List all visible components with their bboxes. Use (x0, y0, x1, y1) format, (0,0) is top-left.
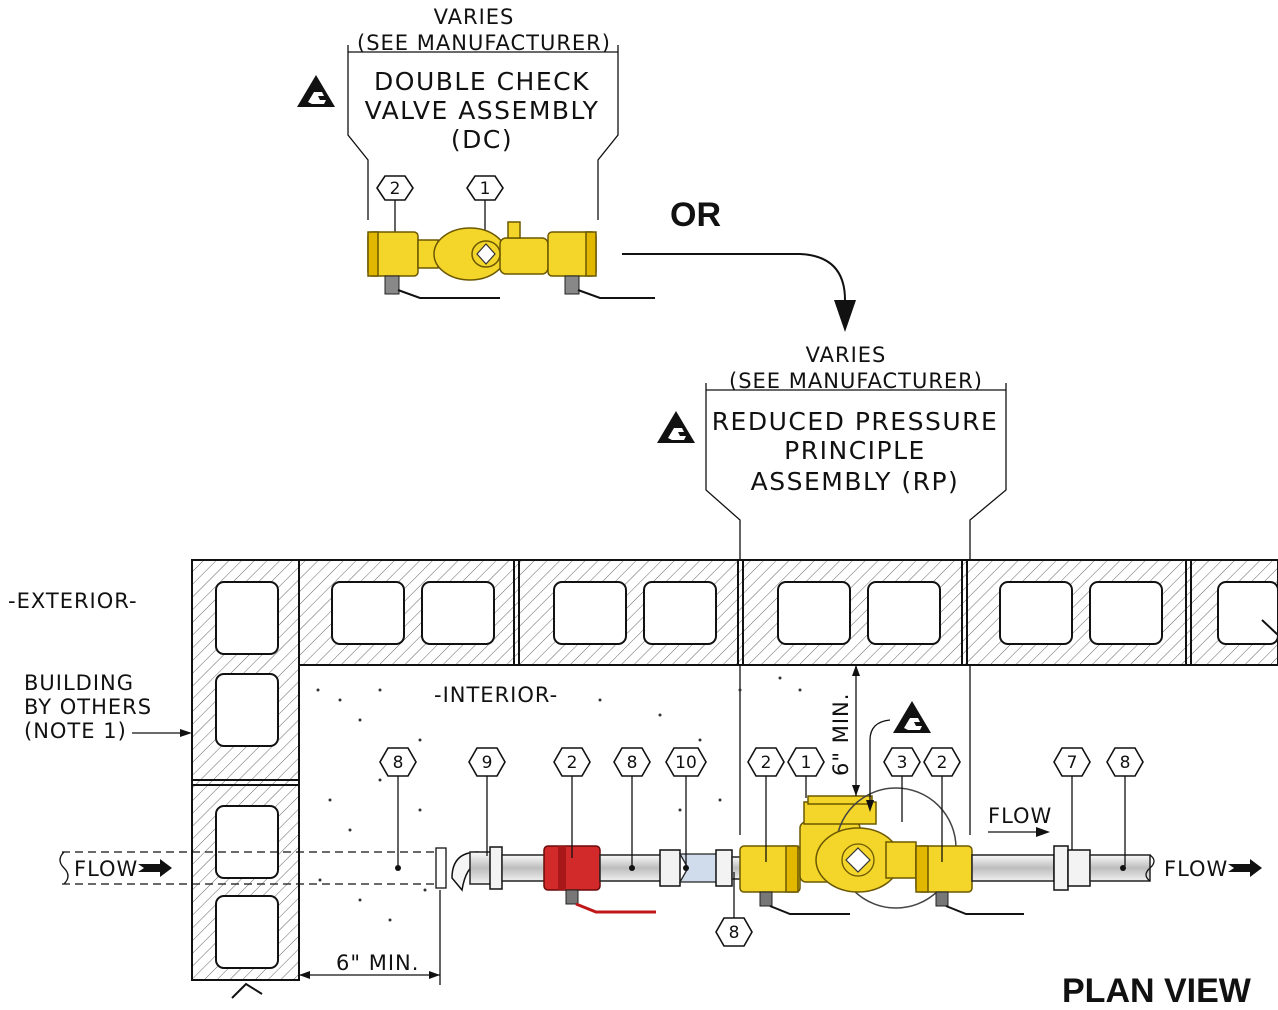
dc-bracket-left (347, 60, 369, 220)
svg-text:1: 1 (480, 179, 491, 199)
plan-view-title: PLAN VIEW (1062, 972, 1252, 1010)
flow-in-arrow (138, 859, 172, 877)
dc-valve-illustration (367, 221, 655, 299)
rp-warning-icon (657, 411, 695, 443)
six-inch-min-vertical-label: 6" MIN. (829, 693, 853, 776)
svg-text:7: 7 (1067, 753, 1078, 773)
building-label-line2: BY OTHERS (24, 695, 152, 719)
exterior-label: -EXTERIOR- (8, 589, 138, 613)
svg-text:2: 2 (567, 753, 578, 773)
flow-mid-label: FLOW (988, 804, 1052, 828)
flow-out-arrow (1228, 859, 1262, 877)
rp-assembly-label: VARIES (SEE MANUFACTURER) REDUCED PRESSU… (657, 343, 1007, 835)
dc-title-line2: VALVE ASSEMBLY (365, 96, 600, 125)
building-label-line1: BUILDING (24, 671, 134, 695)
or-arrowhead (834, 300, 856, 332)
or-label: OR (670, 196, 721, 234)
callout-2a: 2 (553, 747, 591, 858)
or-arrow (622, 253, 846, 312)
svg-text:8: 8 (627, 753, 638, 773)
svg-text:1: 1 (801, 753, 812, 773)
dc-assembly: VARIES (SEE MANUFACTURER) DOUBLE CHECK V… (297, 5, 655, 299)
svg-text:2: 2 (390, 179, 401, 199)
dc-warning-icon (297, 75, 335, 107)
svg-text:2: 2 (937, 753, 948, 773)
svg-text:8: 8 (729, 923, 740, 943)
svg-text:3: 3 (897, 753, 908, 773)
callout-1: 1 (787, 747, 825, 798)
callout-3: 3 (883, 747, 921, 822)
flow-mid-arrowhead (1036, 827, 1050, 837)
callout-8-below: 8 (715, 872, 753, 947)
rp-title-line2: PRINCIPLE (784, 436, 926, 465)
dc-see-manufacturer-label: (SEE MANUFACTURER) (357, 31, 611, 55)
rp-title-line3: ASSEMBLY (RP) (751, 467, 960, 496)
dc-title-line1: DOUBLE CHECK (374, 67, 590, 96)
callout-10: 10 (665, 747, 707, 866)
rp-bracket-right (969, 398, 1007, 835)
callout-8a: 8 (379, 747, 417, 866)
flow-in-label: FLOW (74, 857, 138, 881)
buried-pipe (59, 847, 447, 889)
svg-text:8: 8 (1120, 753, 1131, 773)
piping-run (395, 787, 1155, 915)
callout-2b: 2 (747, 747, 785, 862)
callout-9: 9 (468, 747, 506, 856)
dc-bracket-right (597, 60, 619, 220)
callout-8b: 8 (613, 747, 651, 866)
svg-text:8: 8 (393, 753, 404, 773)
dc-title-line3: (DC) (451, 125, 513, 154)
callout-7: 7 (1053, 747, 1091, 850)
svg-text:10: 10 (675, 753, 697, 773)
six-inch-min-bottom: 6" MIN. (299, 890, 441, 985)
interior-concrete-speckle (316, 676, 802, 922)
building-label-line3: (NOTE 1) (24, 719, 127, 743)
six-inch-min-vertical: 6" MIN. (829, 665, 860, 796)
masonry-wall (191, 559, 1278, 999)
svg-text:2: 2 (761, 753, 772, 773)
flow-out-label: FLOW (1164, 857, 1228, 881)
rp-varies-label: VARIES (806, 343, 887, 367)
rp-inline-warning-icon (893, 701, 931, 733)
six-inch-min-bottom-label: 6" MIN. (336, 951, 419, 975)
rp-title-line1: REDUCED PRESSURE (712, 407, 999, 436)
warning-leader (869, 719, 891, 808)
dc-varies-label: VARIES (434, 5, 515, 29)
interior-label: -INTERIOR- (434, 683, 558, 707)
callout-8c: 8 (1106, 747, 1144, 866)
svg-text:9: 9 (482, 753, 493, 773)
rp-bracket-left (705, 398, 741, 835)
rp-see-manufacturer-label: (SEE MANUFACTURER) (729, 369, 983, 393)
building-leader-arrow (180, 729, 192, 737)
dc-callout-1: 1 (466, 175, 504, 235)
callout-2c: 2 (923, 747, 961, 862)
